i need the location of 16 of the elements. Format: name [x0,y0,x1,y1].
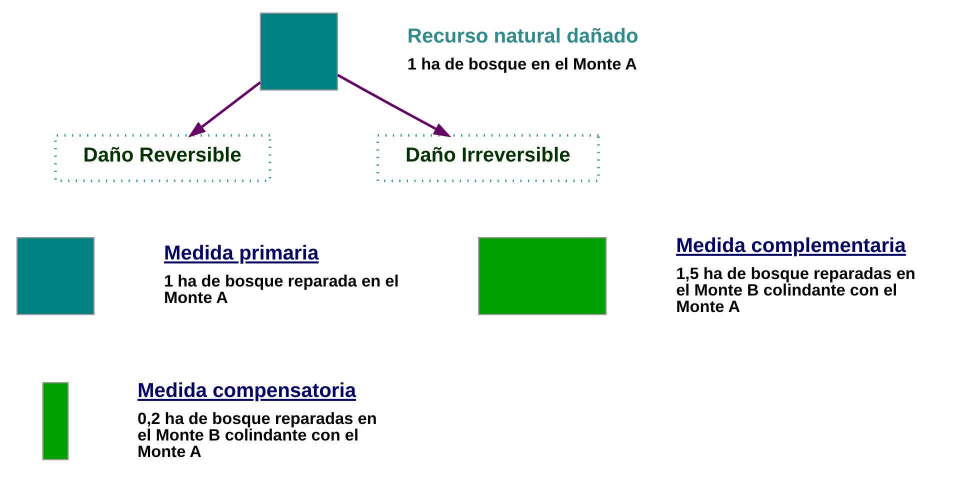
node-bar [42,382,69,460]
node-box [478,236,607,316]
node-box: Daño Reversible [54,134,272,182]
node-label: Medida complementaria [676,234,906,257]
node-label: Medida primaria [164,242,319,264]
node-box [16,236,95,316]
node-label: 1 ha de bosque en el Monte A [407,56,638,74]
node-box: Daño Irreversible [376,134,600,182]
node-label: Medida compensatoria [138,380,356,402]
node-label: 1,5 ha de bosque reparadas en el Monte B colindante con el Monte A [676,265,916,316]
arrow [188,81,262,138]
node-box [260,12,338,91]
node-label: 0,2 ha de bosque reparadas en el Monte B colindante con el Monte A [138,410,377,461]
node-label: 1 ha de bosque reparada en el Monte A [164,272,399,308]
node-label: Recurso natural dañado [407,25,638,48]
arrow [337,74,452,138]
